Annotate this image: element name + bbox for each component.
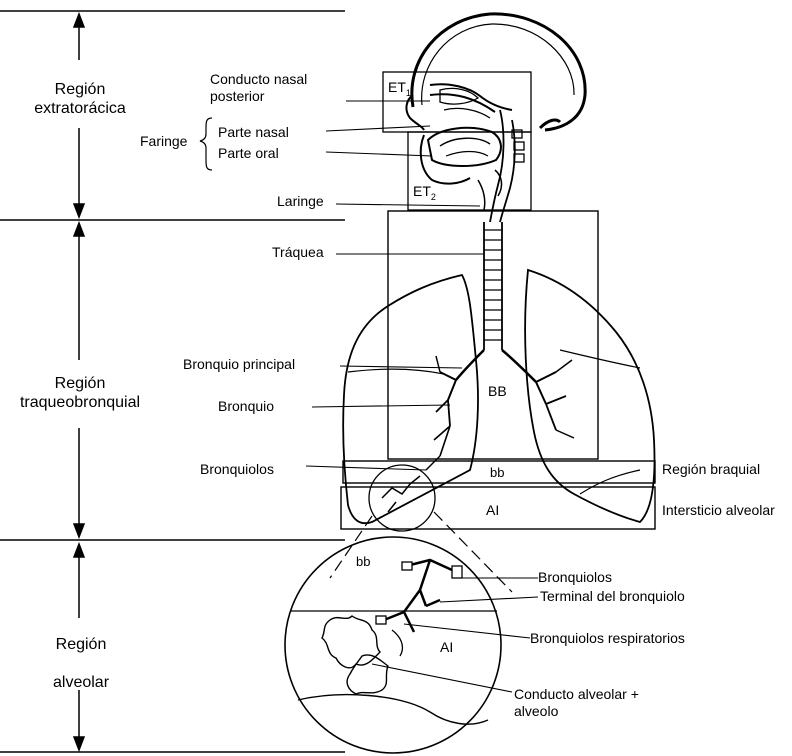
- region-extrathoracic-line2: extratorácica: [20, 99, 140, 118]
- label-oral-part: Parte oral: [218, 145, 279, 162]
- region-boxes: [341, 211, 655, 529]
- label-nasal-duct: Conducto nasal posterior: [210, 71, 307, 105]
- label-bronchioles: Bronquiolos: [200, 461, 274, 478]
- zoom-circle: [285, 537, 501, 753]
- bronchial-tree: [426, 222, 574, 470]
- label-terminal-bronchiole: Terminal del bronquiolo: [540, 588, 685, 605]
- ai-label: AI: [486, 502, 499, 518]
- leader-main-bronchus: [340, 366, 462, 368]
- et2-label: ET2: [413, 183, 436, 202]
- zoom-connector-right: [434, 512, 512, 592]
- et1-label: ET1: [388, 79, 411, 98]
- leader-bronchus: [312, 405, 450, 407]
- label-nasal-part: Parte nasal: [218, 124, 289, 141]
- leader-oral-part: [326, 152, 432, 156]
- pharynx-brace: [200, 118, 212, 170]
- leader-nasal-part: [326, 126, 430, 131]
- head-drawing: [406, 14, 585, 222]
- region-alveolar-line2: alveolar: [26, 664, 136, 702]
- label-nasal-duct-line1: Conducto nasal: [210, 71, 307, 88]
- bb-lower-label: bb: [490, 465, 504, 480]
- label-nasal-duct-line2: posterior: [210, 88, 307, 105]
- label-bronchial-region: Región braquial: [662, 461, 760, 478]
- label-alveolar-duct: Conducto alveolar + alveolo: [514, 686, 639, 720]
- region-alveolar-line1: Región: [26, 626, 136, 664]
- label-respiratory-bronchioles: Bronquiolos respiratorios: [530, 630, 685, 647]
- zoom-ai-label: AI: [440, 639, 453, 655]
- leader-bronchioles: [306, 466, 426, 470]
- label-larynx: Laringe: [277, 193, 324, 210]
- region-tracheobronchial-line2: traqueobronquial: [14, 393, 146, 412]
- label-alveolar-duct-line1: Conducto alveolar +: [514, 686, 639, 703]
- zoom-bb-label: bb: [356, 554, 370, 569]
- label-zoom-bronchioles: Bronquiolos: [538, 569, 612, 586]
- leader-alveolar-duct: [372, 664, 512, 692]
- leader-terminal-bronchiole: [440, 597, 538, 602]
- region-extrathoracic-label: Región extratorácica: [20, 80, 140, 118]
- region-alveolar-label: Región alveolar: [26, 626, 136, 702]
- region-extrathoracic-line1: Región: [20, 80, 140, 99]
- magnifier-small-circle: [369, 465, 435, 531]
- bb-upper-label: BB: [488, 383, 507, 399]
- label-main-bronchus: Bronquio principal: [183, 356, 295, 373]
- label-trachea: Tráquea: [272, 244, 324, 261]
- region-tracheobronchial-line1: Región: [14, 374, 146, 393]
- region-tracheobronchial-label: Región traqueobronquial: [14, 374, 146, 412]
- label-bronchus: Bronquio: [218, 398, 274, 415]
- label-pharynx: Faringe: [140, 133, 187, 150]
- label-alveolar-duct-line2: alveolo: [514, 703, 639, 720]
- leader-respiratory-bronchioles: [404, 624, 530, 638]
- bb-upper-box: [388, 211, 598, 459]
- label-alveolar-interstitium: Intersticio alveolar: [662, 502, 775, 519]
